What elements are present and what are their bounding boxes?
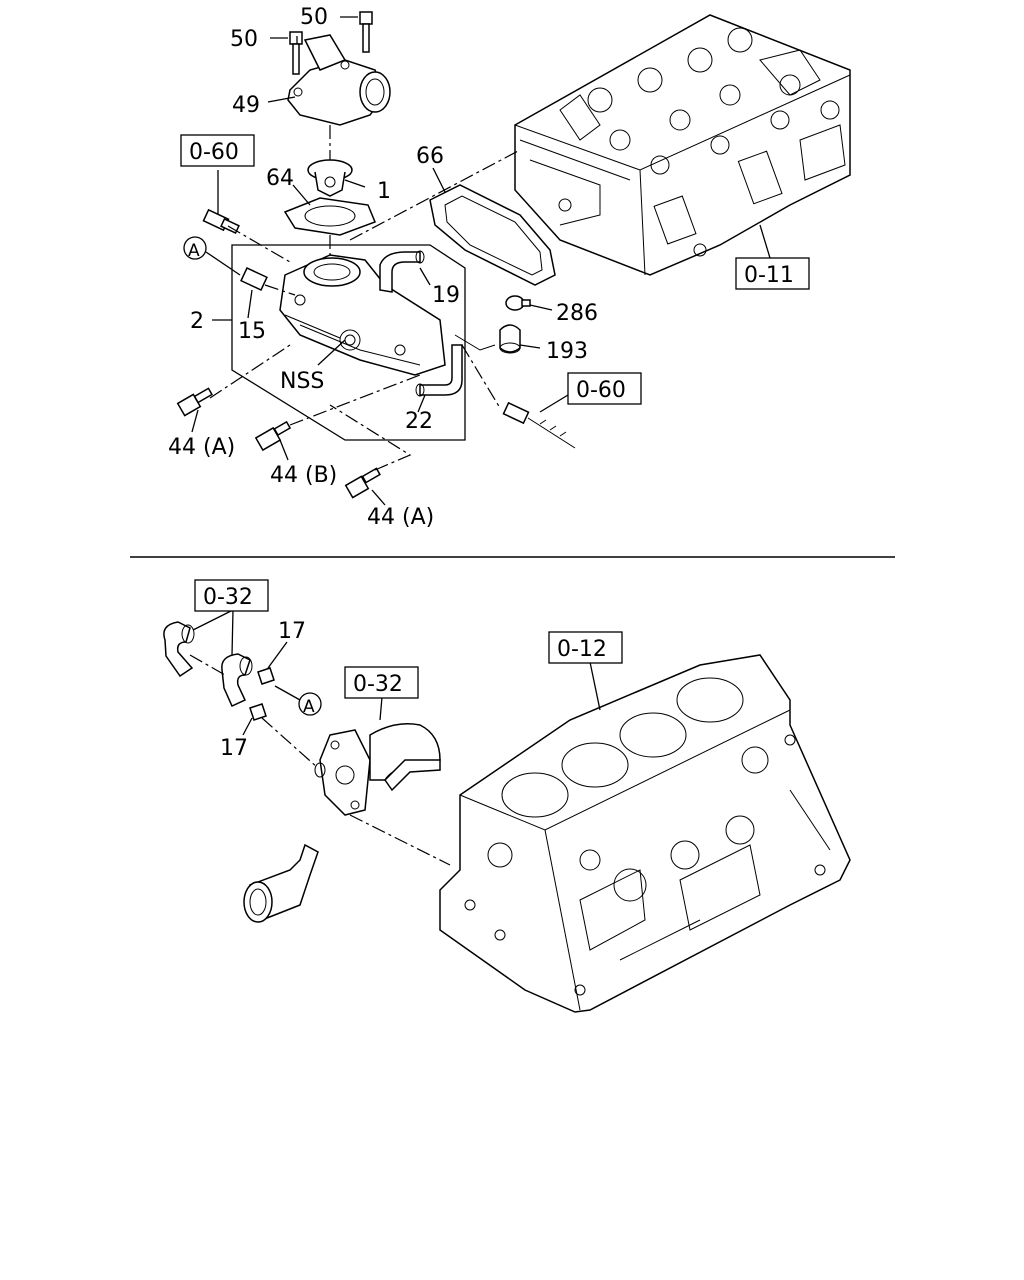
svg-text:0-12: 0-12 [557, 637, 607, 662]
marker-a-top: A [183, 236, 241, 276]
thermostat-housing-cover [287, 34, 391, 126]
temperature-sensor-right [502, 401, 576, 449]
callout-66: 66 [416, 144, 444, 169]
callout-2: 2 [190, 309, 204, 334]
callout-193: 193 [546, 339, 588, 364]
callout-19: 19 [432, 283, 460, 308]
temperature-sensor-left [202, 208, 240, 235]
cap-193 [499, 324, 521, 354]
svg-text:0-60: 0-60 [576, 378, 626, 403]
ref-box-0-32-upper: 0-32 [194, 579, 269, 612]
callout-50-left: 50 [230, 27, 258, 52]
callout-49: 49 [232, 93, 260, 118]
water-pipe-19 [379, 250, 425, 293]
callout-44a-lower: 44 (A) [367, 505, 434, 530]
fitting-15 [240, 267, 268, 291]
ref-box-0-60-left: 0-60 [180, 134, 255, 167]
callout-nss: NSS [280, 369, 324, 394]
ref-box-0-11: 0-11 [735, 257, 810, 290]
ref-box-0-32-lower: 0-32 [344, 666, 419, 699]
hose-upper [163, 621, 195, 678]
plug-286 [505, 295, 531, 311]
svg-text:0-60: 0-60 [189, 140, 239, 165]
svg-text:A: A [303, 697, 315, 717]
callout-1: 1 [377, 179, 391, 204]
thermostat [307, 159, 353, 197]
water-pump-drawing [314, 723, 441, 816]
bolt-44b [254, 420, 292, 452]
marker-a-bottom: A [298, 692, 322, 717]
callout-17-upper: 17 [278, 619, 306, 644]
cylinder-block-drawing [439, 654, 851, 1013]
ref-box-0-12: 0-12 [548, 631, 623, 664]
thermostat-gasket [283, 197, 376, 236]
clip-17-upper [257, 667, 275, 685]
svg-text:0-32: 0-32 [353, 672, 403, 697]
callout-286: 286 [556, 301, 598, 326]
callout-17-lower: 17 [220, 736, 248, 761]
water-inlet-pipe [243, 843, 319, 923]
bolt-50-left [289, 31, 303, 75]
svg-text:0-11: 0-11 [744, 263, 794, 288]
cylinder-head-gasket [429, 184, 556, 286]
callout-64: 64 [266, 166, 294, 191]
svg-text:A: A [188, 241, 200, 261]
hose-lower [221, 653, 253, 707]
thermostat-housing [231, 244, 466, 441]
callout-44b: 44 (B) [270, 463, 337, 488]
callout-50-top: 50 [300, 5, 328, 30]
ref-box-0-60-right: 0-60 [567, 372, 642, 405]
callout-15: 15 [238, 319, 266, 344]
callout-44a-upper: 44 (A) [168, 435, 235, 460]
bolt-44a-upper [176, 387, 213, 417]
callout-22: 22 [405, 409, 433, 434]
cylinder-head-drawing [514, 14, 851, 276]
bolt-50-right [359, 11, 373, 53]
svg-text:0-32: 0-32 [203, 585, 253, 610]
bolt-44a-lower [344, 467, 381, 499]
clip-17-lower [249, 703, 267, 721]
